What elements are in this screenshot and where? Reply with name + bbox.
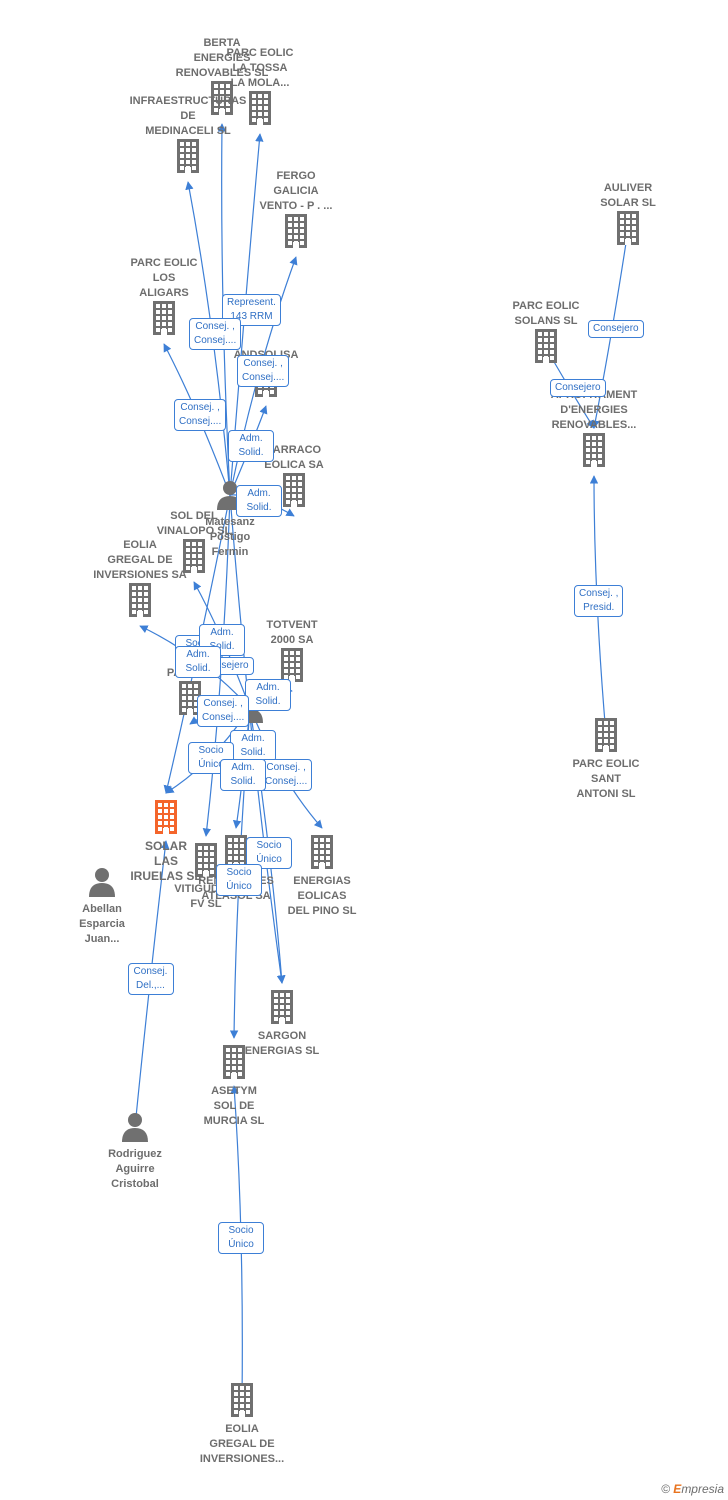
edge-label-araujo-parada[interactable]: Consej. , Consej.... xyxy=(197,695,250,727)
edge-label-araujo-totvent[interactable]: Adm. Solid. xyxy=(245,678,291,711)
node-label: EOLIA GREGAL DE INVERSIONES SA xyxy=(93,539,187,581)
node-label: Matesanz Postigo Fermin xyxy=(205,516,255,558)
building-icon xyxy=(162,81,282,120)
node-asetym[interactable]: ASETYM SOL DE MURCIA SL xyxy=(174,1045,294,1129)
node-matesanz[interactable]: Matesanz Postigo Fermin xyxy=(170,480,290,560)
node-label: PARC EOLIC LA TOSSA LA MOLA... xyxy=(226,47,294,89)
node-totvent[interactable]: TOTVENT 2000 SA xyxy=(232,618,352,687)
building-icon xyxy=(176,835,296,874)
node-sargon[interactable]: SARGON ENERGIAS SL xyxy=(222,990,342,1059)
building-icon xyxy=(128,139,248,178)
node-santantoni[interactable]: PARC EOLIC SANT ANTONI SL xyxy=(546,718,666,802)
node-label: EOLIA GREGAL DE INVERSIONES... xyxy=(199,1423,285,1465)
building-icon xyxy=(222,990,342,1029)
node-label: SOL DEL VINALOPO SL xyxy=(156,510,232,537)
edge-label-araujo-eolia1[interactable]: Adm. Solid. xyxy=(175,646,221,678)
node-label: BERTA ENERGIES RENOVABLES SL xyxy=(175,37,269,79)
building-icon xyxy=(534,433,654,472)
node-label: ASETYM SOL DE MURCIA SL xyxy=(203,1085,265,1127)
node-eolia2[interactable]: EOLIA GREGAL DE INVERSIONES... xyxy=(182,1383,302,1467)
node-label: PARC EOLIC SOLANS SL xyxy=(512,300,580,327)
focus-company-icon xyxy=(106,800,226,839)
brand-initial: E xyxy=(673,1482,682,1496)
edge-label-rodriguez-iruelas[interactable]: Consej. Del.,... xyxy=(127,963,174,995)
building-icon xyxy=(486,329,606,368)
node-berta[interactable]: BERTA ENERGIES RENOVABLES SL xyxy=(162,36,282,120)
edge-label-matesanz-andsolisa[interactable]: Adm. Solid. xyxy=(228,429,274,462)
edge-label-solans-aprofitament[interactable]: Consejero xyxy=(550,379,606,397)
edge-label-auliver-aprofitament[interactable]: Consejero xyxy=(588,320,644,338)
node-label: SARGON ENERGIAS SL xyxy=(244,1030,320,1057)
building-icon xyxy=(130,681,250,720)
node-vinalopo[interactable]: SOL DEL VINALOPO SL xyxy=(134,509,254,578)
building-icon xyxy=(262,835,382,874)
edge-label-araujo-asetym[interactable]: Socio Único xyxy=(216,864,262,896)
copyright-symbol: © xyxy=(661,1482,670,1496)
edge-label-araujo-delpino[interactable]: Consej. , Consej.... xyxy=(260,759,313,791)
person-icon xyxy=(75,1112,195,1147)
building-icon xyxy=(236,214,356,253)
node-abellan[interactable]: Abellan Esparcia Juan... xyxy=(42,867,162,947)
node-label: AULIVER SOLAR SL xyxy=(600,182,656,209)
node-label: Rodriguez Aguirre Cristobal xyxy=(108,1148,162,1190)
node-label: FERGO GALICIA VENTO - P . ... xyxy=(259,170,333,212)
node-tossa[interactable]: PARC EOLIC LA TOSSA LA MOLA... xyxy=(200,46,320,130)
node-label: ENERGIAS EOLICAS DEL PINO SL xyxy=(287,875,357,917)
node-infra[interactable]: INFRAESTRUCTURAS DE MEDINACELI SL xyxy=(128,94,248,178)
empresia-watermark[interactable]: © Empresia xyxy=(661,1482,724,1496)
node-rodriguez[interactable]: Rodriguez Aguirre Cristobal xyxy=(75,1112,195,1192)
node-eolia1[interactable]: EOLIA GREGAL DE INVERSIONES SA xyxy=(80,538,200,622)
building-icon xyxy=(568,211,688,250)
building-icon xyxy=(80,583,200,622)
node-solans[interactable]: PARC EOLIC SOLANS SL xyxy=(486,299,606,368)
edge-label-araujo-sargon[interactable]: Socio Único xyxy=(246,836,292,869)
edge-label-matesanz-aligars[interactable]: Consej. , Consej.... xyxy=(174,398,227,431)
node-label: PARC EOLIC LOS ALIGARS xyxy=(130,257,198,299)
node-aligars[interactable]: PARC EOLIC LOS ALIGARS xyxy=(104,256,224,340)
node-tarraco[interactable]: TARRACO EOLICA SA xyxy=(234,443,354,512)
building-icon xyxy=(146,843,266,882)
node-fergo[interactable]: FERGO GALICIA VENTO - P . ... xyxy=(236,169,356,253)
edge-label-matesanz-tarraco[interactable]: Adm. Solid. xyxy=(236,484,282,517)
building-icon xyxy=(182,1383,302,1422)
edge-label-santantoni-aprofitament[interactable]: Consej. , Presid. xyxy=(574,584,624,617)
edge-label-araujo-atlasol[interactable]: Adm. Solid. xyxy=(220,759,266,791)
edge-label-matesanz-fergo[interactable]: Consej. , Consej.... xyxy=(237,355,290,387)
node-label: TOTVENT 2000 SA xyxy=(266,619,318,646)
edge-label-matesanz-sargon[interactable]: Adm. Solid. xyxy=(230,730,276,762)
building-icon xyxy=(232,648,352,687)
node-auliver[interactable]: AULIVER SOLAR SL xyxy=(568,181,688,250)
edge-label-matesanz-infra[interactable]: Consej. , Consej.... xyxy=(189,317,242,350)
node-label: Abellan Esparcia Juan... xyxy=(79,903,125,945)
building-icon xyxy=(546,718,666,757)
node-aprofitament[interactable]: APROFITAMENT D'ENERGIES RENOVABLES... xyxy=(534,388,654,472)
person-icon xyxy=(42,867,162,902)
building-icon xyxy=(174,1045,294,1084)
node-label: PARC EOLIC SANT ANTONI SL xyxy=(572,758,640,800)
node-iruelas[interactable]: SOLAR LAS IRUELAS SL xyxy=(106,800,226,884)
building-icon xyxy=(134,539,254,578)
node-label: INFRAESTRUCTURAS DE MEDINACELI SL xyxy=(129,95,247,137)
edge-label-eolia2-asetym[interactable]: Socio Único xyxy=(218,1222,264,1254)
node-label: TARRACO EOLICA SA xyxy=(264,444,324,471)
brand-name: mpresia xyxy=(681,1482,724,1496)
node-label: SOLAR LAS IRUELAS SL xyxy=(130,839,202,883)
node-delpino[interactable]: ENERGIAS EOLICAS DEL PINO SL xyxy=(262,835,382,919)
building-icon xyxy=(200,91,320,130)
building-icon xyxy=(104,301,224,340)
building-icon xyxy=(234,473,354,512)
